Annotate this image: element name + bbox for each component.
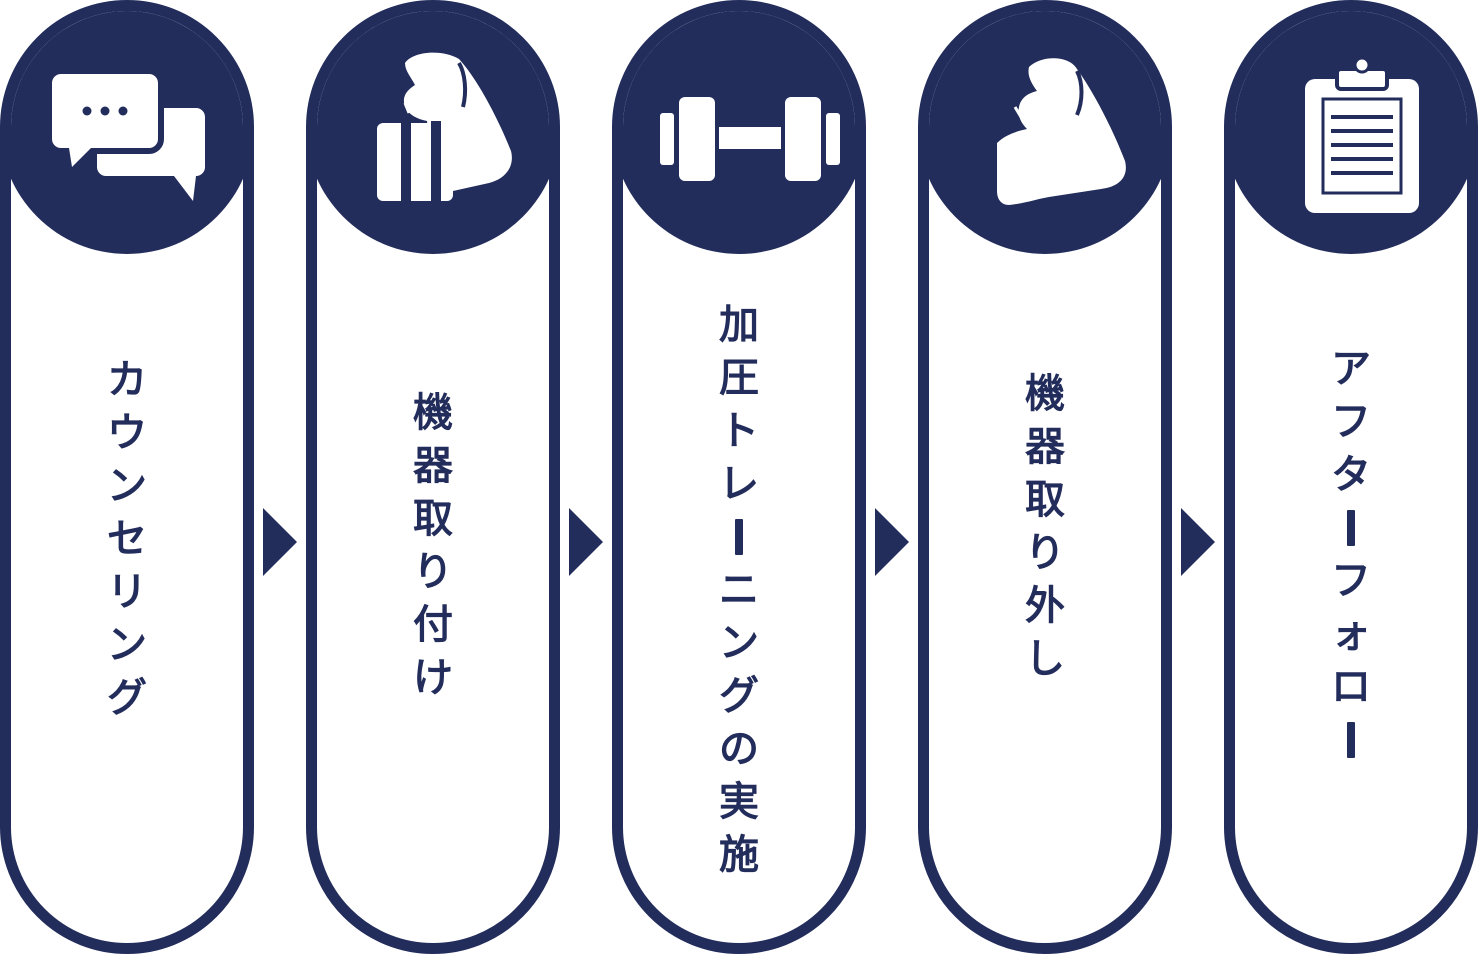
label-long-vowel-mark [1331, 714, 1371, 767]
label-char: し [1025, 636, 1065, 682]
label-char: 器 [1025, 424, 1065, 470]
step-training: 加 圧 ト レ ニ ン グ の 実 施 [612, 0, 866, 954]
flow-arrow [263, 508, 297, 576]
label-char: 付 [413, 602, 453, 648]
label-char: ン [107, 622, 147, 668]
dumbbell-icon [660, 97, 840, 181]
label-char: ト [719, 408, 759, 454]
label-char: り [413, 549, 453, 595]
label-char: グ [107, 675, 147, 721]
label-char: セ [107, 516, 147, 562]
label-char: 機 [413, 390, 453, 436]
label-char: り [1025, 530, 1065, 576]
label-char: け [413, 655, 453, 701]
chat-bubbles-icon [46, 68, 211, 201]
step-attach-device: 機 器 取 り 付 け [306, 0, 560, 954]
step-label: ア フ タ フ ォ ロ [1235, 343, 1467, 767]
label-char: 器 [413, 443, 453, 489]
step-label: カ ウ ン セ リ ン グ [11, 354, 243, 725]
label-char: 機 [1025, 371, 1065, 417]
step-after-follow: ア フ タ フ ォ ロ [1224, 0, 1478, 954]
label-char: タ [1331, 452, 1371, 498]
label-char: 取 [413, 496, 453, 542]
label-char: レ [719, 461, 759, 507]
label-char: フ [1331, 558, 1371, 604]
label-char: 施 [719, 832, 759, 878]
step-label: 加 圧 ト レ ニ ン グ の 実 施 [623, 299, 855, 882]
label-char: ニ [719, 567, 759, 613]
flow-arrow [569, 508, 603, 576]
flow-arrow [875, 508, 909, 576]
label-long-vowel-mark [719, 511, 759, 564]
label-char: ン [719, 620, 759, 666]
flexed-arm-icon [997, 58, 1126, 205]
label-char: の [719, 726, 759, 772]
step-counseling: カ ウ ン セ リ ン グ [0, 0, 254, 954]
label-char: 加 [719, 302, 759, 348]
label-char: 実 [719, 779, 759, 825]
step-remove-device: 機 器 取 り 外 し [918, 0, 1172, 954]
label-long-vowel-mark [1331, 502, 1371, 555]
arm-cuff-icon [377, 52, 512, 203]
label-char: カ [107, 357, 147, 403]
label-char: グ [719, 673, 759, 719]
label-char: ウ [107, 410, 147, 456]
clipboard-icon [1305, 56, 1419, 213]
step-label: 機 器 取 り 外 し [929, 368, 1161, 686]
label-char: 圧 [719, 355, 759, 401]
label-char: ン [107, 463, 147, 509]
label-char: 取 [1025, 477, 1065, 523]
label-char: フ [1331, 399, 1371, 445]
label-char: ア [1331, 346, 1371, 392]
label-char: リ [107, 569, 147, 615]
step-label: 機 器 取 り 付 け [317, 387, 549, 705]
flow-arrow [1181, 508, 1215, 576]
label-char: 外 [1025, 583, 1065, 629]
label-char: ロ [1331, 664, 1371, 710]
label-char: ォ [1331, 611, 1371, 657]
